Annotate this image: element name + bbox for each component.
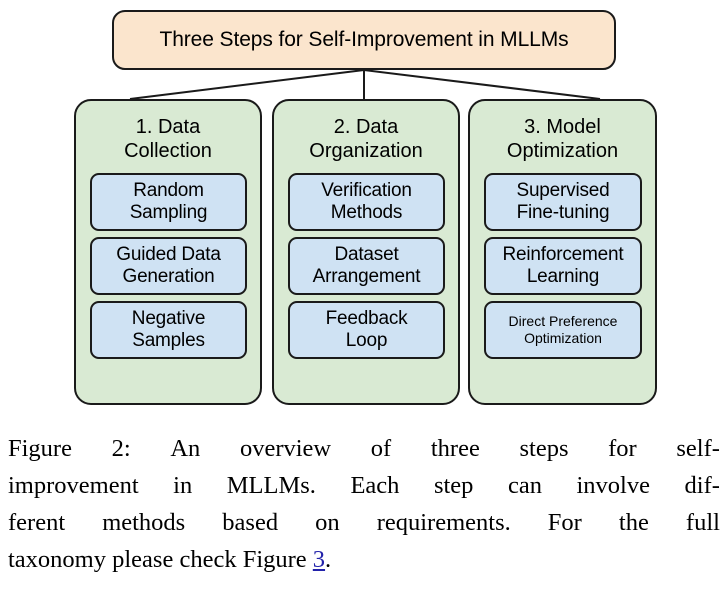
caption-word: steps <box>519 435 569 462</box>
figure-diagram: Three Steps for Self-Improvement in MLLM… <box>74 10 657 405</box>
caption-word: three <box>430 435 480 462</box>
caption-word: involve <box>576 472 651 499</box>
caption-word: MLLMs. <box>226 472 316 499</box>
method-box-negative-samples: Negative Samples <box>90 301 247 359</box>
step-column-2-title: 2. Data Organization <box>309 116 423 162</box>
method-box-reinforcement-learning: Reinforcement Learning <box>484 237 642 295</box>
method-box-direct-preference-optimization: Direct Preference Optimization <box>484 301 642 359</box>
caption-word: 2: <box>111 435 131 462</box>
method-box-verification-methods: Verification Methods <box>288 173 445 231</box>
method-box-supervised-fine-tuning: Supervised Fine-tuning <box>484 173 642 231</box>
step-column-3-title: 3. Model Optimization <box>506 116 619 162</box>
caption-line-4: taxonomy please check Figure 3. <box>8 541 720 578</box>
caption-word: overview <box>239 435 332 462</box>
caption-word: in <box>173 472 193 499</box>
method-box-random-sampling: Random Sampling <box>90 173 247 231</box>
step-column-1-title: 1. Data Collection <box>124 116 212 162</box>
figure-3-reference-link[interactable]: 3 <box>312 546 326 573</box>
caption-word: improvement <box>8 472 139 499</box>
step-column-1: 1. Data Collection Random Sampling Guide… <box>74 99 262 405</box>
method-box-dataset-arrangement: Dataset Arrangement <box>288 237 445 295</box>
caption-word: can <box>507 472 542 499</box>
figure-caption: Figure 2: An overview of three steps for self- i… <box>8 430 720 578</box>
caption-word: Figure <box>8 435 72 462</box>
caption-word: step <box>433 472 474 499</box>
caption-word: for <box>608 435 637 462</box>
caption-line-4-prefix: taxonomy please check Figure <box>8 546 313 573</box>
caption-word: the <box>618 509 649 536</box>
caption-line-1: Figure 2: An overview of three steps for self- <box>8 430 720 467</box>
step-column-2: 2. Data Organization Verification Method… <box>272 99 460 405</box>
method-box-guided-data-generation: Guided Data Generation <box>90 237 247 295</box>
caption-word: self- <box>676 435 720 462</box>
caption-line-4-suffix: . <box>325 546 332 573</box>
caption-word: on <box>315 509 340 536</box>
step-column-3: 3. Model Optimization Supervised Fine-tu… <box>468 99 657 405</box>
caption-word: requirements. <box>376 509 511 536</box>
step-column-3-items: Supervised Fine-tuning Reinforcement Lea… <box>470 173 655 359</box>
step-column-1-items: Random Sampling Guided Data Generation N… <box>76 173 260 359</box>
method-box-feedback-loop: Feedback Loop <box>288 301 445 359</box>
caption-word: full <box>685 509 720 536</box>
caption-line-3: ferent methods based on requirements. For the f… <box>8 504 720 541</box>
caption-word: based <box>222 509 279 536</box>
step-column-2-items: Verification Methods Dataset Arrangement… <box>274 173 458 359</box>
caption-word: For <box>547 509 582 536</box>
diagram-title-box: Three Steps for Self-Improvement in MLLM… <box>112 10 616 70</box>
caption-word: ferent <box>8 509 66 536</box>
caption-word: An <box>170 435 201 462</box>
caption-word: Each <box>350 472 400 499</box>
diagram-title-label: Three Steps for Self-Improvement in MLLM… <box>159 27 569 51</box>
caption-word: methods <box>102 509 186 536</box>
caption-word: dif- <box>684 472 720 499</box>
caption-word: of <box>370 435 392 462</box>
caption-line-2: improvement in MLLMs. Each step can involve dif… <box>8 467 720 504</box>
